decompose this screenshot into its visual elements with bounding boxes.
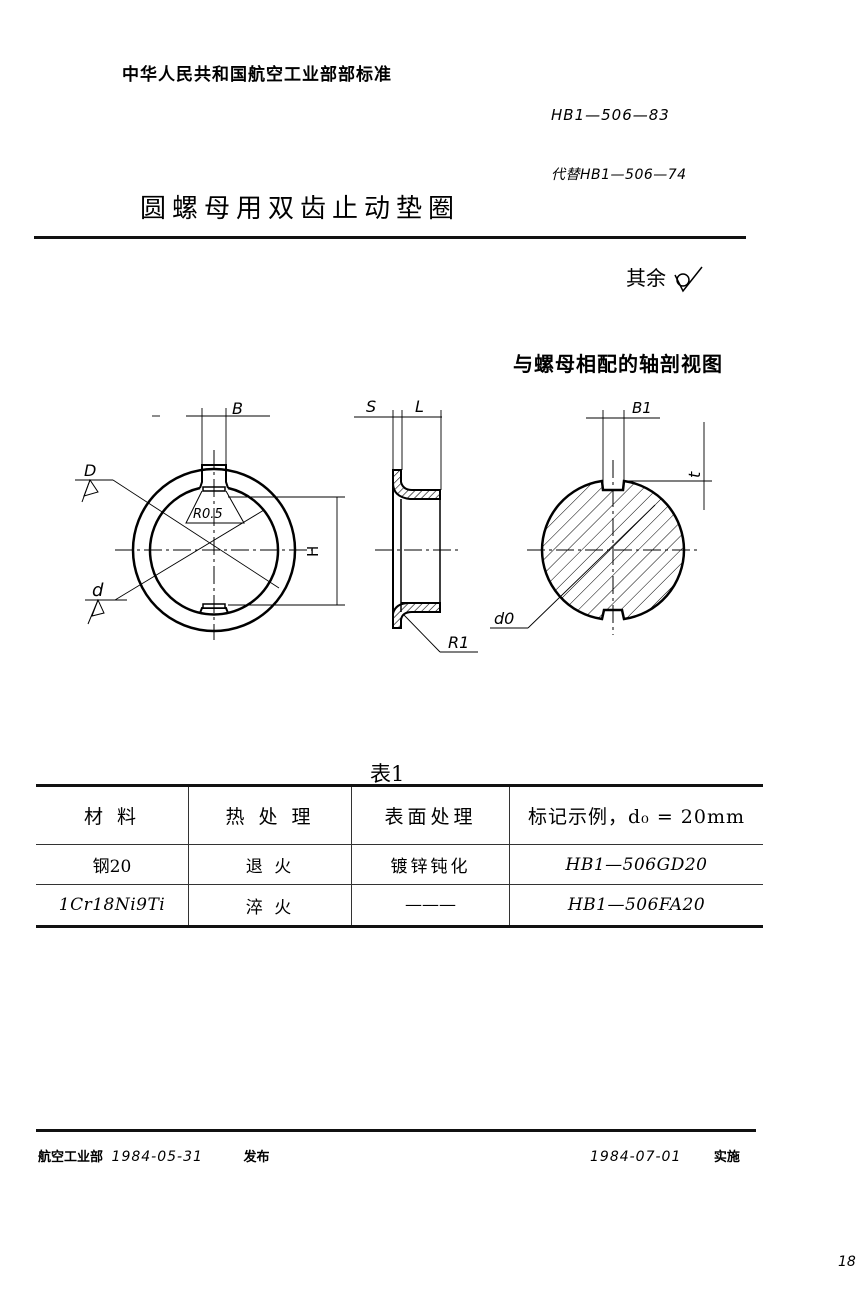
label-d: d [92, 580, 104, 601]
label-t: t [685, 471, 704, 478]
page-number: 18 [838, 1254, 856, 1270]
table-row: 钢20 退 火 镀锌钝化 HB1—506GD20 [36, 844, 763, 885]
surface-roughness-note: 其余 [626, 262, 708, 295]
title-divider [34, 236, 746, 239]
shaft-section-view [490, 410, 712, 635]
label-D: D [84, 461, 96, 480]
footer-issue-date: 1984-05-31 [111, 1149, 203, 1165]
footer-divider [36, 1129, 756, 1132]
shaft-section-caption: 与螺母相配的轴剖视图 [513, 352, 723, 376]
technical-drawing: B D d R0.5 H S L R1 B1 [75, 397, 712, 653]
table-caption: 表1 [370, 762, 405, 786]
replaces-standard: 代替HB1—506—74 [551, 167, 687, 183]
footer-effective-date: 1984-07-01 [590, 1149, 682, 1165]
washer-side-section [354, 410, 478, 653]
label-B1: B1 [632, 399, 652, 417]
header-heat-treatment: 热 处 理 [188, 785, 352, 845]
header-marking-example: 标记示例，d₀ = 20mm [509, 785, 763, 845]
label-d0: d0 [494, 609, 514, 628]
roughness-note-text: 其余 [626, 266, 666, 290]
document-title: 圆螺母用双齿止动垫圈 [140, 194, 461, 224]
washer-front-view [75, 408, 345, 640]
cell-surface-treatment: ——— [351, 884, 510, 927]
cell-marking: HB1—506FA20 [509, 884, 763, 927]
issuing-organization: 中华人民共和国航空工业部部标准 [122, 65, 392, 85]
header-surface-treatment: 表面处理 [351, 785, 510, 845]
cell-heat-treatment: 退 火 [188, 844, 352, 885]
label-R05: R0.5 [193, 507, 223, 522]
material-table: 材 料 热 处 理 表面处理 标记示例，d₀ = 20mm 钢20 退 火 镀锌… [36, 784, 763, 928]
footer-issue-label: 发布 [243, 1150, 270, 1165]
roughness-symbol-icon [674, 266, 703, 292]
footer-effective: 1984-07-01 实施 [590, 1146, 740, 1165]
label-S: S [366, 397, 376, 416]
label-R1: R1 [448, 633, 469, 652]
footer-issue: 航空工业部 1984-05-31 发布 [38, 1146, 269, 1165]
table-row: 1Cr18Ni9Ti 淬 火 ——— HB1—506FA20 [36, 884, 763, 927]
standard-number: HB1—506—83 [551, 106, 670, 124]
header-material: 材 料 [36, 785, 189, 845]
label-H: H [304, 546, 322, 557]
cell-heat-treatment: 淬 火 [188, 884, 352, 927]
cell-surface-treatment: 镀锌钝化 [351, 844, 510, 885]
table-header-row: 材 料 热 处 理 表面处理 标记示例，d₀ = 20mm [36, 785, 763, 845]
label-L: L [415, 397, 424, 416]
label-B: B [232, 399, 243, 418]
cell-material: 1Cr18Ni9Ti [36, 884, 189, 927]
footer-effective-label: 实施 [713, 1150, 740, 1165]
footer-issuer: 航空工业部 [38, 1150, 104, 1165]
cell-marking: HB1—506GD20 [509, 844, 763, 885]
cell-material: 钢20 [36, 844, 189, 885]
